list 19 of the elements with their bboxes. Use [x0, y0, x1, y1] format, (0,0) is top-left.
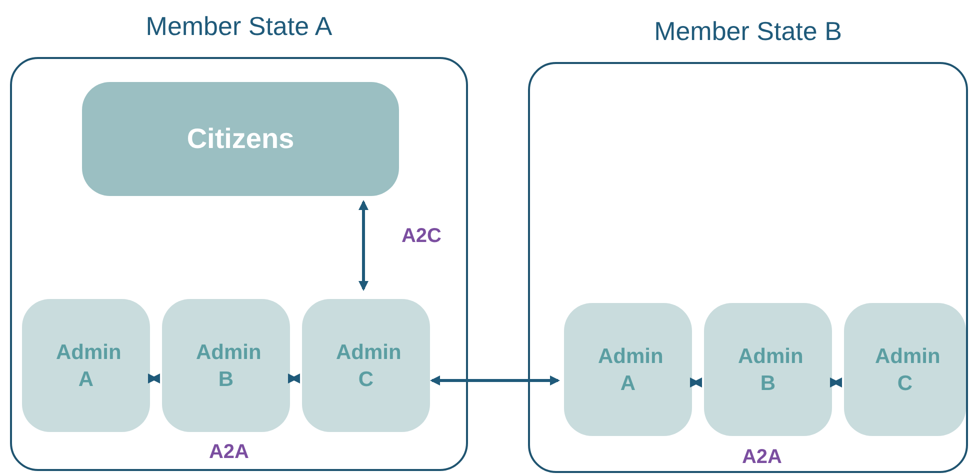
- double-arrow: [148, 374, 160, 384]
- double-arrow: [358, 200, 368, 291]
- admin-box: [564, 303, 692, 436]
- region-heading: Member State A: [144, 10, 334, 43]
- double-arrow: [690, 378, 702, 388]
- double-arrow: [288, 374, 300, 384]
- region-heading: Member State B: [653, 15, 843, 48]
- interaction-label: A2A: [742, 445, 782, 470]
- admin-box: [704, 303, 832, 436]
- admin-box: [22, 299, 150, 432]
- edge-label: A2C: [402, 224, 442, 248]
- admin-box: [302, 299, 430, 432]
- node-label: Citizens: [186, 122, 294, 156]
- citizens-box: [82, 82, 399, 196]
- double-arrow: [430, 376, 560, 386]
- admin-box: [162, 299, 290, 432]
- double-arrow: [830, 378, 842, 388]
- interaction-label: A2A: [209, 440, 249, 465]
- admin-box: [844, 303, 966, 436]
